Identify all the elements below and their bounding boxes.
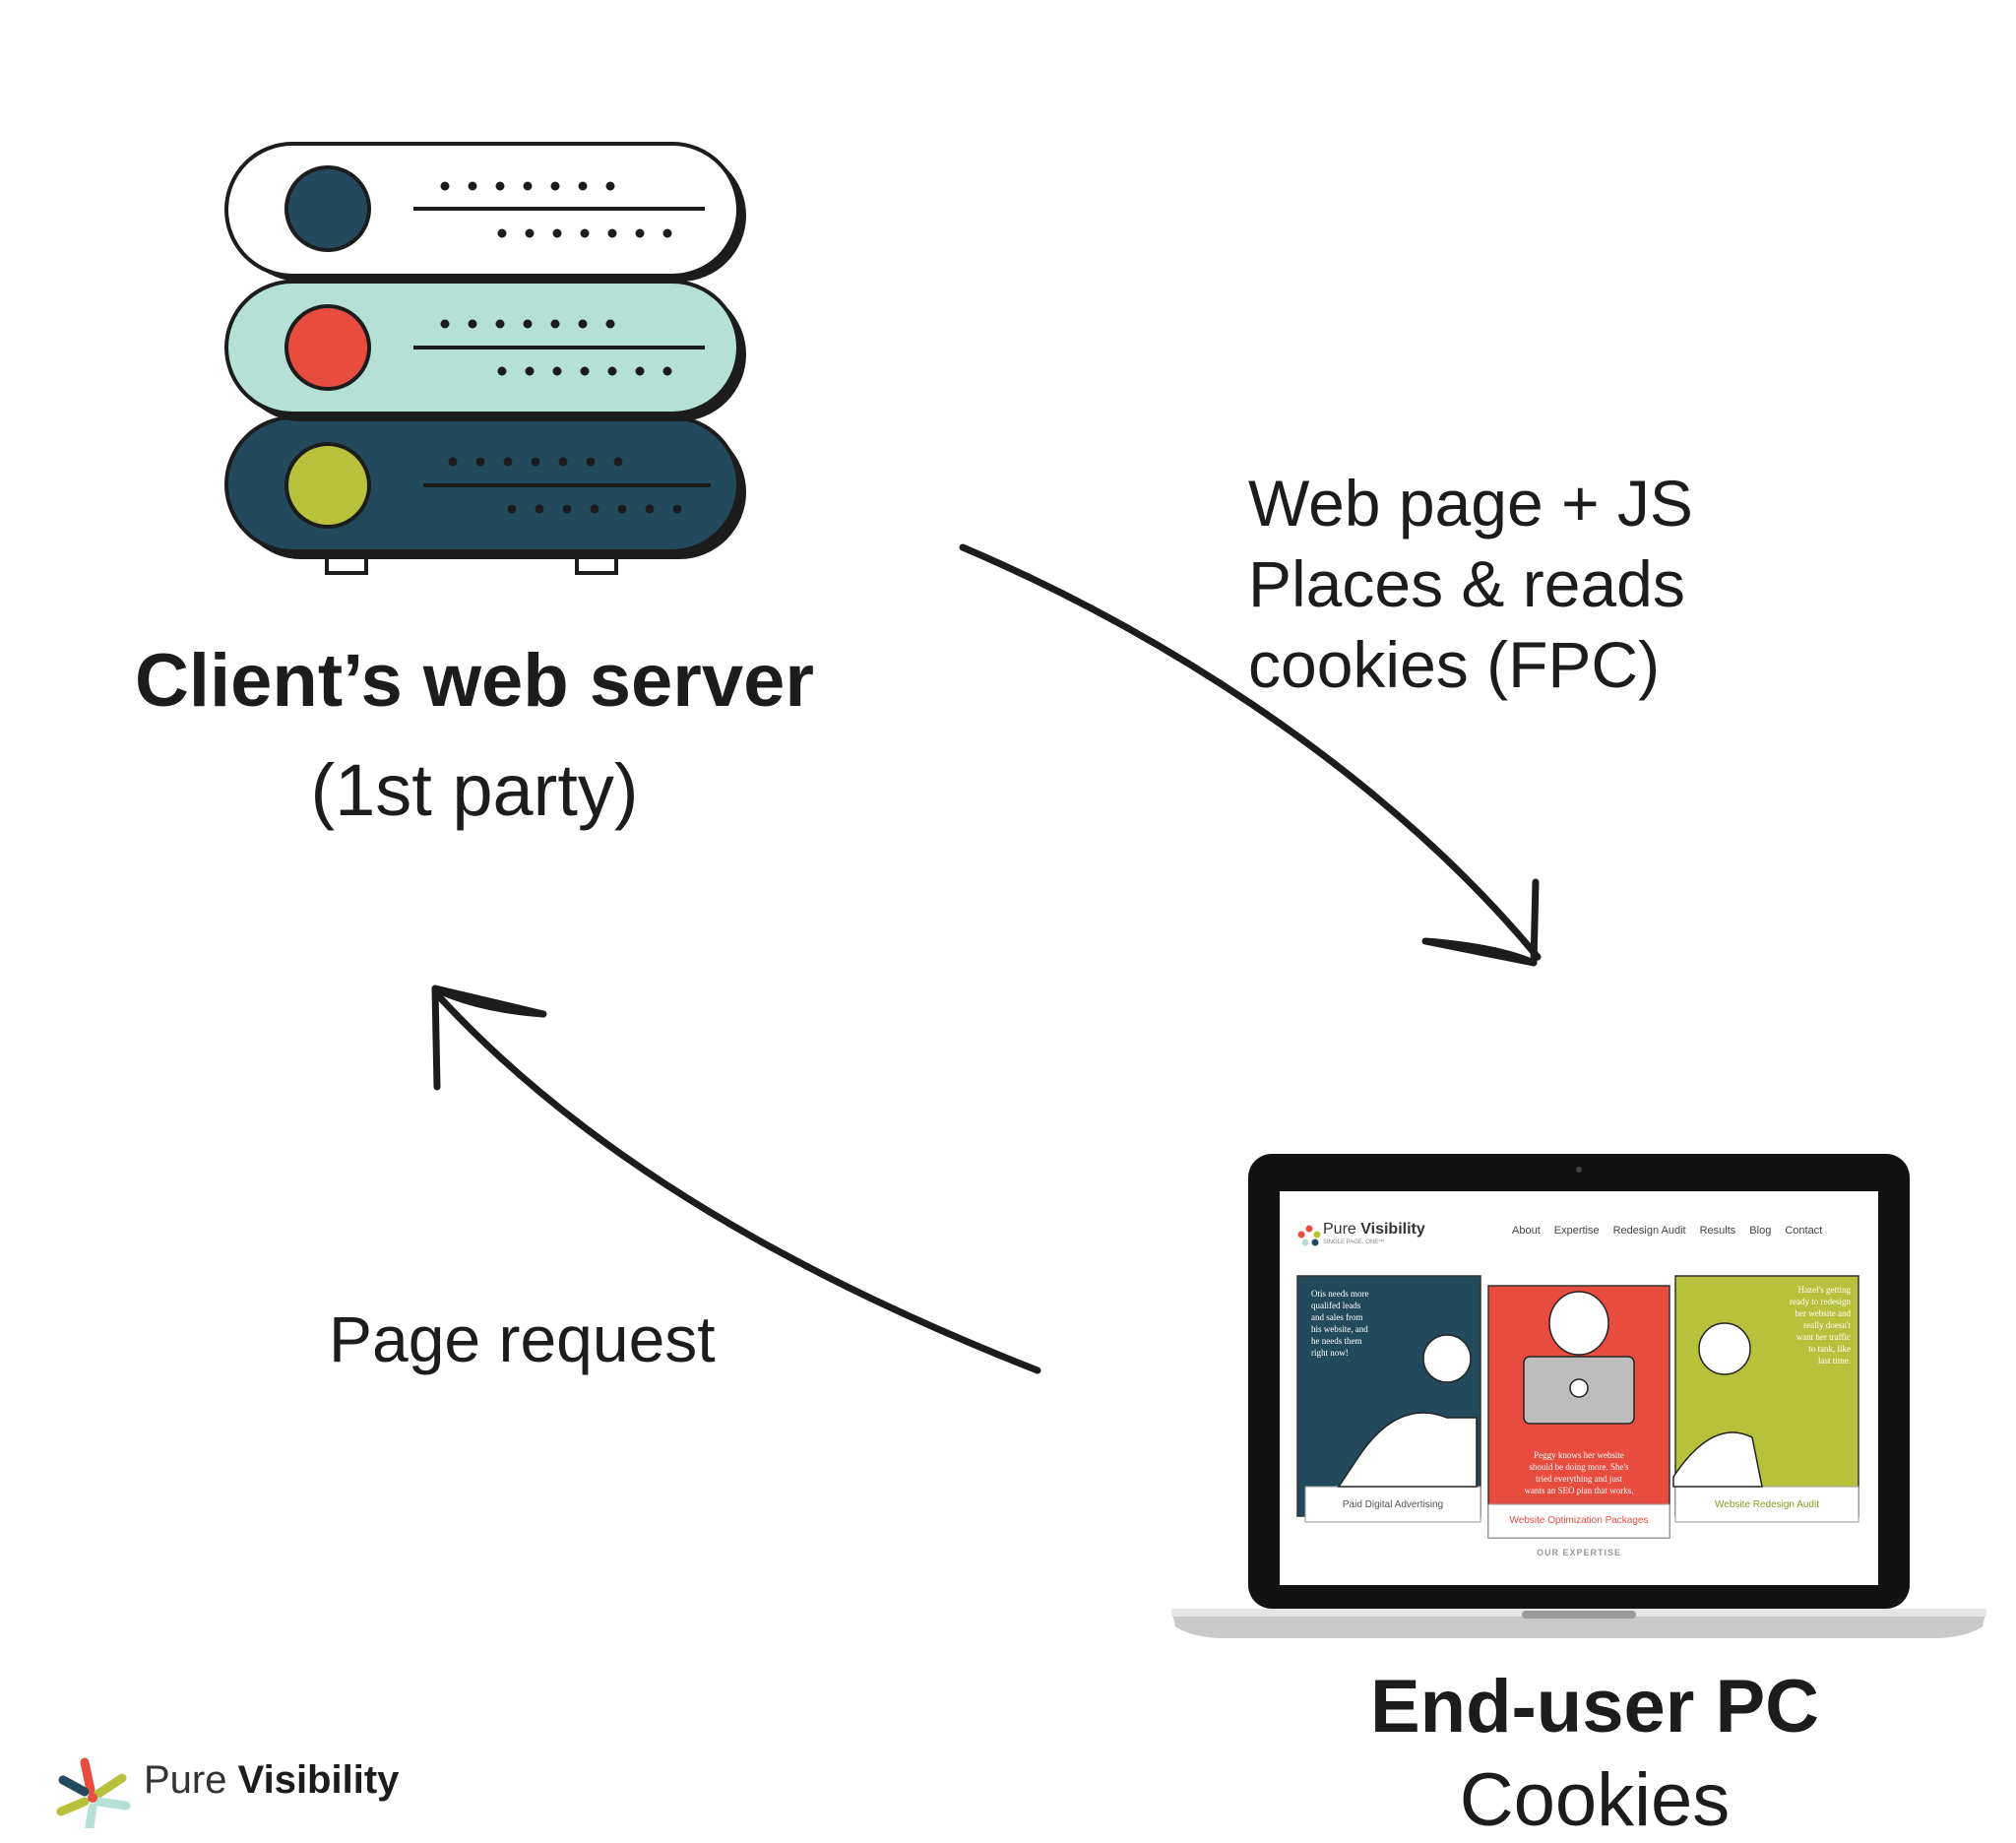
response-label: Web page + JS Places & reads cookies (FP… bbox=[1248, 463, 1693, 705]
response-arrow bbox=[959, 543, 1542, 967]
screen-nav-blog: Blog bbox=[1749, 1225, 1772, 1237]
screen-nav: About Expertise Redesign Audit Results B… bbox=[1512, 1225, 1822, 1237]
screen-brand: Pure Visibility bbox=[1323, 1221, 1425, 1238]
screen-tagline: SINGLE PAGE. ONE™ bbox=[1323, 1239, 1385, 1245]
screen-nav-about: About bbox=[1512, 1225, 1541, 1237]
pc-title: End-user PC bbox=[1369, 1665, 1820, 1748]
server-unit-middle bbox=[224, 280, 746, 421]
logo-light: Pure bbox=[144, 1758, 227, 1802]
response-line-1: Web page + JS bbox=[1248, 467, 1693, 540]
screen-nav-contact: Contact bbox=[1785, 1225, 1823, 1237]
pure-visibility-logo-icon bbox=[56, 1757, 131, 1828]
server-unit-top bbox=[224, 142, 746, 282]
screen-nav-redesign: Redesign Audit bbox=[1612, 1225, 1686, 1237]
request-label: Page request bbox=[329, 1303, 716, 1375]
pc-subtitle: Cookies bbox=[1459, 1758, 1731, 1842]
server-stack-icon bbox=[224, 142, 746, 575]
screen-content bbox=[1296, 1225, 1859, 1539]
screen-section-heading: OUR EXPERTISE bbox=[1536, 1548, 1621, 1557]
logo-bold: Visibility bbox=[237, 1758, 400, 1802]
server-unit-bottom bbox=[224, 415, 746, 559]
card-2-footer: Website Optimization Packages bbox=[1509, 1515, 1649, 1526]
response-line-2: Places & reads bbox=[1248, 547, 1685, 620]
server-subtitle: (1st party) bbox=[310, 749, 639, 831]
card-3-footer: Website Redesign Audit bbox=[1715, 1499, 1819, 1510]
screen-nav-expertise: Expertise bbox=[1553, 1225, 1600, 1237]
screen-logo-icon bbox=[1297, 1225, 1321, 1246]
server-title: Client’s web server bbox=[135, 639, 814, 723]
screen-nav-results: Results bbox=[1699, 1225, 1736, 1237]
pure-visibility-logo: Pure Visibility bbox=[144, 1758, 399, 1803]
request-arrow bbox=[431, 985, 1041, 1374]
response-line-3: cookies (FPC) bbox=[1248, 628, 1661, 701]
card-1-footer: Paid Digital Advertising bbox=[1342, 1499, 1444, 1510]
